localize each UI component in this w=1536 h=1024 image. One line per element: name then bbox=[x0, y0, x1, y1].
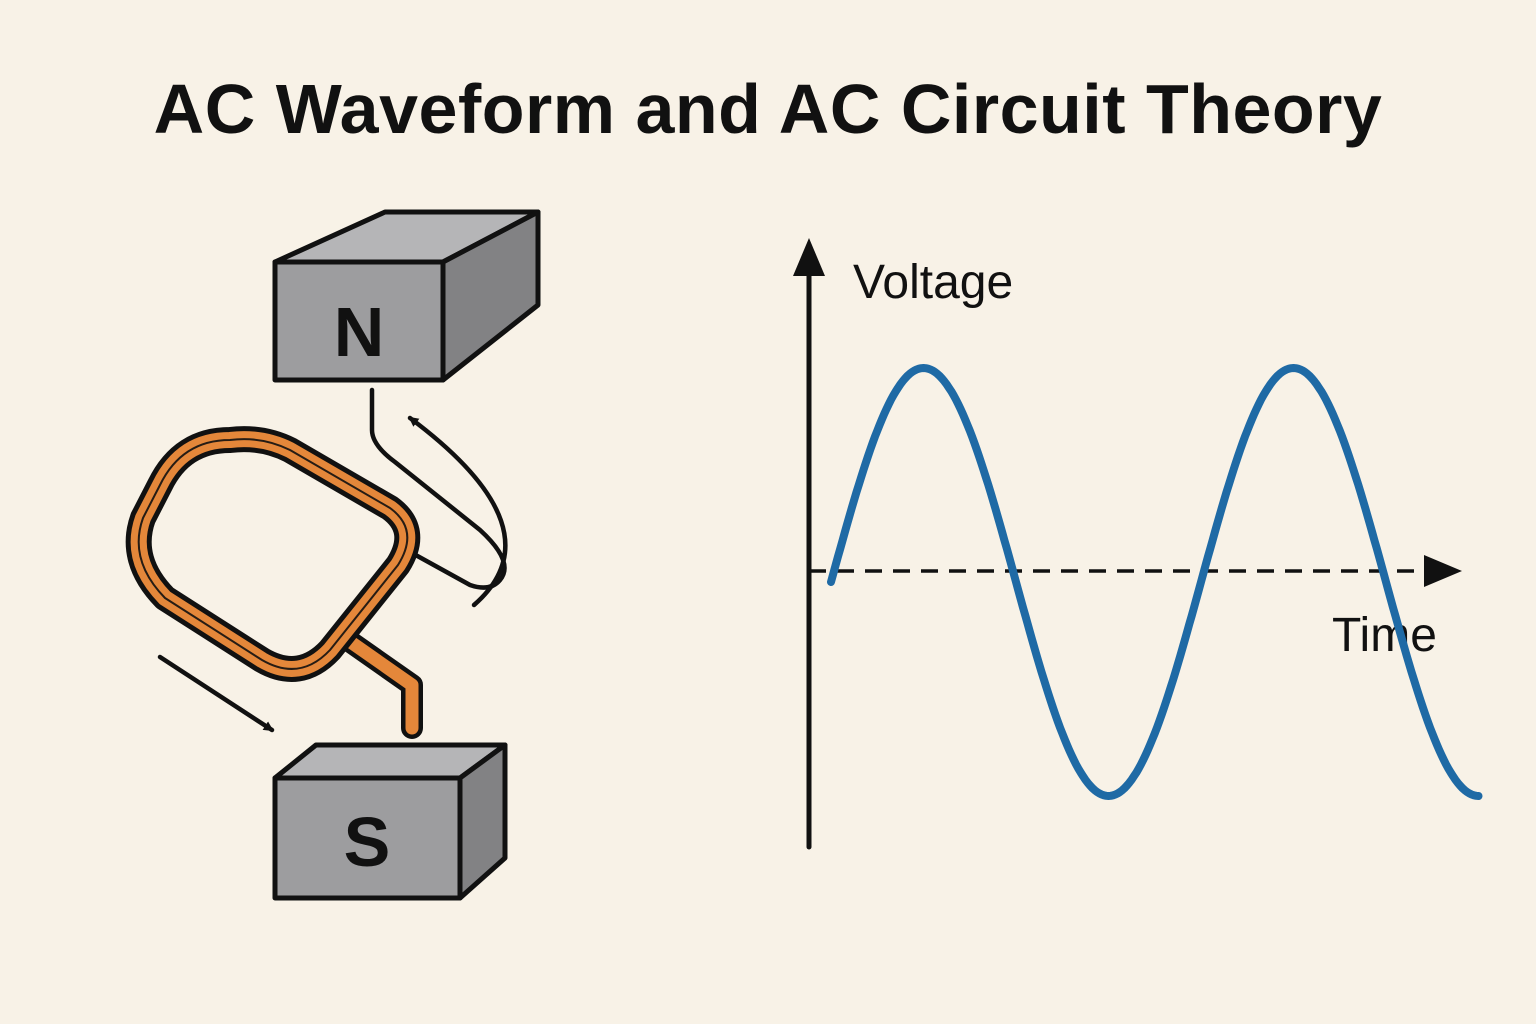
south-pole-label: S bbox=[344, 803, 391, 881]
north-pole-label: N bbox=[334, 293, 385, 371]
x-axis-label: Time bbox=[1332, 609, 1437, 662]
coil-loop-outline bbox=[125, 426, 421, 682]
north-magnet-front-face bbox=[272, 259, 446, 383]
south-magnet: S bbox=[272, 742, 508, 901]
waveform-graph: Voltage Time bbox=[793, 238, 1483, 850]
rotation-arrow bbox=[407, 415, 508, 608]
coil-lead-wire bbox=[369, 387, 507, 590]
coil-inner-winding bbox=[137, 438, 409, 670]
generator-diagram: N S bbox=[125, 209, 541, 901]
voltage-sine-wave bbox=[827, 364, 1483, 800]
coil-leg bbox=[338, 631, 419, 735]
rotating-coil bbox=[125, 426, 423, 739]
x-axis-arrowhead bbox=[1424, 555, 1462, 587]
y-axis-arrowhead bbox=[793, 238, 825, 276]
north-magnet: N bbox=[272, 209, 541, 383]
south-magnet-front-face bbox=[272, 775, 463, 901]
page-title: AC Waveform and AC Circuit Theory bbox=[153, 70, 1383, 148]
motion-arrow bbox=[157, 654, 275, 733]
y-axis-label: Voltage bbox=[853, 256, 1013, 309]
